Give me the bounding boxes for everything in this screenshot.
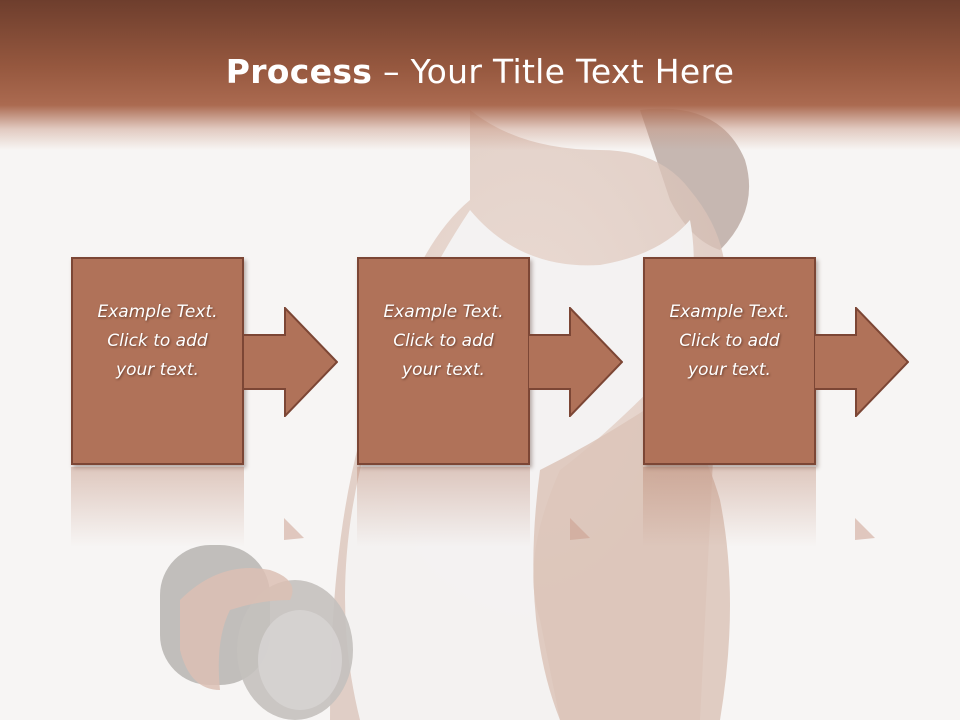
arrow-1-reflection-icon <box>284 518 304 540</box>
arrow-2-reflection-icon <box>570 518 590 540</box>
step-3-line-1: Example Text. <box>669 301 790 322</box>
step-2-line-2: Click to add <box>393 330 494 351</box>
step-1-reflection <box>71 467 244 547</box>
step-1-line-2: Click to add <box>107 330 208 351</box>
step-2-line-3: your text. <box>402 359 485 380</box>
step-2-reflection <box>357 467 530 547</box>
step-2-line-1: Example Text. <box>383 301 504 322</box>
step-3-reflection <box>643 467 816 547</box>
title-band <box>0 0 960 150</box>
process-step-3[interactable]: Example Text. Click to add your text. <box>643 257 816 465</box>
process-step-2[interactable]: Example Text. Click to add your text. <box>357 257 530 465</box>
title-rest: – Your Title Text Here <box>372 52 735 91</box>
arrow-3-reflection-icon <box>855 518 875 540</box>
title-bold: Process <box>225 52 373 91</box>
arrow-3-icon <box>814 307 909 417</box>
arrow-1-icon <box>243 307 338 417</box>
step-1-line-3: your text. <box>116 359 199 380</box>
step-1-line-1: Example Text. <box>97 301 218 322</box>
process-step-1[interactable]: Example Text. Click to add your text. <box>71 257 244 465</box>
slide-title[interactable]: Process – Your Title Text Here <box>0 52 960 91</box>
step-3-text[interactable]: Example Text. Click to add your text. <box>655 298 805 385</box>
step-3-line-2: Click to add <box>679 330 780 351</box>
step-2-text[interactable]: Example Text. Click to add your text. <box>369 298 519 385</box>
step-3-line-3: your text. <box>688 359 771 380</box>
arrow-2-icon <box>528 307 623 417</box>
step-1-text[interactable]: Example Text. Click to add your text. <box>83 298 233 385</box>
